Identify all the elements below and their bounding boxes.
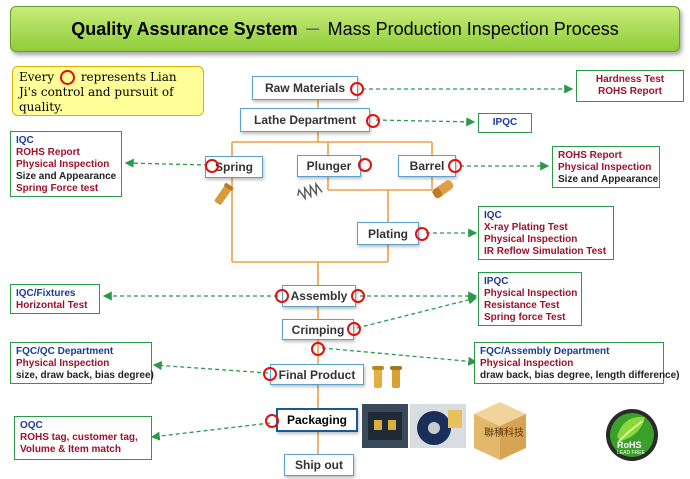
check-plating-iqc: IQC bbox=[484, 210, 502, 221]
packaging-box-image bbox=[474, 402, 526, 460]
check-final-fqc-qc: FQC/QC Department bbox=[16, 346, 114, 357]
node-barrel-label: Barrel bbox=[409, 159, 445, 173]
page-subtitle: Mass Production Inspection Process bbox=[327, 18, 619, 39]
check-assembly-resistance: Resistance Test bbox=[484, 300, 560, 311]
check-final-right-physical: Physical Inspection bbox=[480, 358, 574, 369]
control-point-raw-materials bbox=[350, 82, 364, 96]
node-assembly-label: Assembly bbox=[290, 289, 348, 303]
check-plating-xray: X-ray Plating Test bbox=[484, 222, 568, 233]
check-assembly-iqc-fixtures: IQC/Fixtures bbox=[16, 288, 76, 299]
rohs-lead-free-badge bbox=[606, 409, 658, 461]
control-point-final-right bbox=[311, 342, 325, 356]
control-point-barrel bbox=[448, 159, 462, 173]
node-crimping-label: Crimping bbox=[291, 322, 345, 337]
check-spring-iqc: IQC bbox=[16, 135, 34, 146]
check-barrel-size: Size and Appearance bbox=[558, 174, 659, 185]
node-packaging: Packaging bbox=[276, 408, 358, 432]
node-packaging-label: Packaging bbox=[286, 413, 348, 427]
node-ship-out-label: Ship out bbox=[295, 458, 343, 472]
check-lathe-ipqc: IPQC bbox=[492, 117, 518, 128]
check-spring-rohs: ROHS Report bbox=[16, 147, 80, 158]
node-final-product: Final Product bbox=[270, 364, 364, 385]
check-packaging-volume: Volume & Item match bbox=[20, 444, 121, 455]
check-barrel-rohs: ROHS Report bbox=[558, 150, 622, 161]
page-title: Quality Assurance System bbox=[71, 18, 298, 39]
check-box-barrel: ROHS Report Physical Inspection Size and… bbox=[552, 146, 660, 188]
check-assembly-horizontal: Horizontal Test bbox=[16, 300, 88, 311]
check-final-left-physical: Physical Inspection bbox=[16, 358, 110, 369]
check-raw-hardness: Hardness Test bbox=[595, 74, 665, 85]
check-plating-physical: Physical Inspection bbox=[484, 234, 578, 245]
check-packaging-tags: ROHS tag, customer tag, bbox=[20, 432, 138, 443]
rohs-badge-subtext: LEAD FREE bbox=[617, 450, 645, 456]
packaging-box-label: 聯積科技 bbox=[484, 428, 524, 439]
barrel-part-image bbox=[432, 180, 454, 199]
check-box-final-left: FQC/QC Department Physical Inspection si… bbox=[10, 342, 154, 384]
final-product-image bbox=[372, 366, 402, 388]
legend-note-prefix: Every bbox=[19, 70, 55, 84]
control-point-final-left bbox=[263, 367, 277, 381]
node-plating-label: Plating bbox=[367, 226, 408, 241]
node-plunger: Plunger bbox=[297, 155, 361, 177]
check-box-packaging: OQC ROHS tag, customer tag, Volume & Ite… bbox=[14, 416, 152, 460]
rohs-badge-text: RoHS bbox=[617, 440, 642, 450]
control-point-plunger bbox=[358, 158, 372, 172]
check-box-plating: IQC X-ray Plating Test Physical Inspecti… bbox=[478, 206, 614, 260]
legend-note-suffix: represents Lian Ji's control and pursuit… bbox=[19, 70, 177, 114]
node-barrel: Barrel bbox=[398, 155, 456, 177]
check-box-lathe: IPQC bbox=[478, 113, 532, 133]
check-barrel-physical: Physical Inspection bbox=[558, 162, 652, 173]
check-spring-physical: Physical Inspection bbox=[16, 159, 110, 170]
check-assembly-ipqc: IPQC bbox=[484, 276, 509, 287]
control-point-crimping bbox=[347, 322, 361, 336]
check-raw-rohs: ROHS Report bbox=[598, 86, 662, 97]
node-raw-materials-label: Raw Materials bbox=[264, 81, 346, 95]
check-spring-size: Size and Appearance bbox=[16, 171, 117, 182]
check-final-fqc-assembly: FQC/Assembly Department bbox=[480, 346, 610, 357]
node-spring-label: Spring bbox=[215, 160, 253, 174]
title-banner: Quality Assurance System － Mass Producti… bbox=[10, 6, 680, 52]
node-ship-out: Ship out bbox=[284, 454, 354, 476]
check-box-spring: IQC ROHS Report Physical Inspection Size… bbox=[10, 131, 122, 197]
node-final-product-label: Final Product bbox=[278, 367, 356, 382]
check-final-right-details: draw back, bias degree, length differenc… bbox=[480, 370, 680, 381]
check-assembly-physical: Physical Inspection bbox=[484, 288, 578, 299]
plunger-part-image bbox=[297, 181, 323, 201]
control-point-packaging bbox=[265, 414, 279, 428]
control-point-spring bbox=[205, 159, 219, 173]
control-point-assembly-right bbox=[351, 289, 365, 303]
check-final-left-details: size, draw back, bias degree) bbox=[16, 370, 154, 381]
node-lathe-department: Lathe Department bbox=[240, 108, 370, 132]
control-point-icon bbox=[59, 70, 75, 85]
check-packaging-oqc: OQC bbox=[20, 420, 43, 431]
check-spring-force: Spring Force test bbox=[16, 183, 99, 194]
control-point-lathe bbox=[366, 114, 380, 128]
spring-part-image bbox=[214, 183, 234, 205]
node-raw-materials: Raw Materials bbox=[252, 76, 358, 100]
packaging-photos-image bbox=[362, 404, 466, 448]
node-assembly: Assembly bbox=[282, 285, 356, 307]
check-box-raw-materials: Hardness Test ROHS Report bbox=[576, 70, 684, 102]
check-plating-ir-reflow: IR Reflow Simulation Test bbox=[484, 246, 607, 257]
check-box-assembly-right: IPQC Physical Inspection Resistance Test… bbox=[478, 272, 582, 326]
check-assembly-spring-force: Spring force Test bbox=[484, 312, 566, 323]
check-box-assembly-left: IQC/Fixtures Horizontal Test bbox=[10, 284, 100, 314]
node-lathe-label: Lathe Department bbox=[253, 113, 357, 127]
node-plating: Plating bbox=[357, 222, 419, 245]
title-separator: － bbox=[303, 20, 322, 40]
check-box-final-right: FQC/Assembly Department Physical Inspect… bbox=[474, 342, 680, 384]
node-plunger-label: Plunger bbox=[306, 159, 352, 173]
control-point-assembly-left bbox=[275, 289, 289, 303]
legend-note: Every represents Lian Ji's control and p… bbox=[12, 66, 204, 116]
node-crimping: Crimping bbox=[282, 319, 354, 340]
control-point-plating bbox=[415, 227, 429, 241]
